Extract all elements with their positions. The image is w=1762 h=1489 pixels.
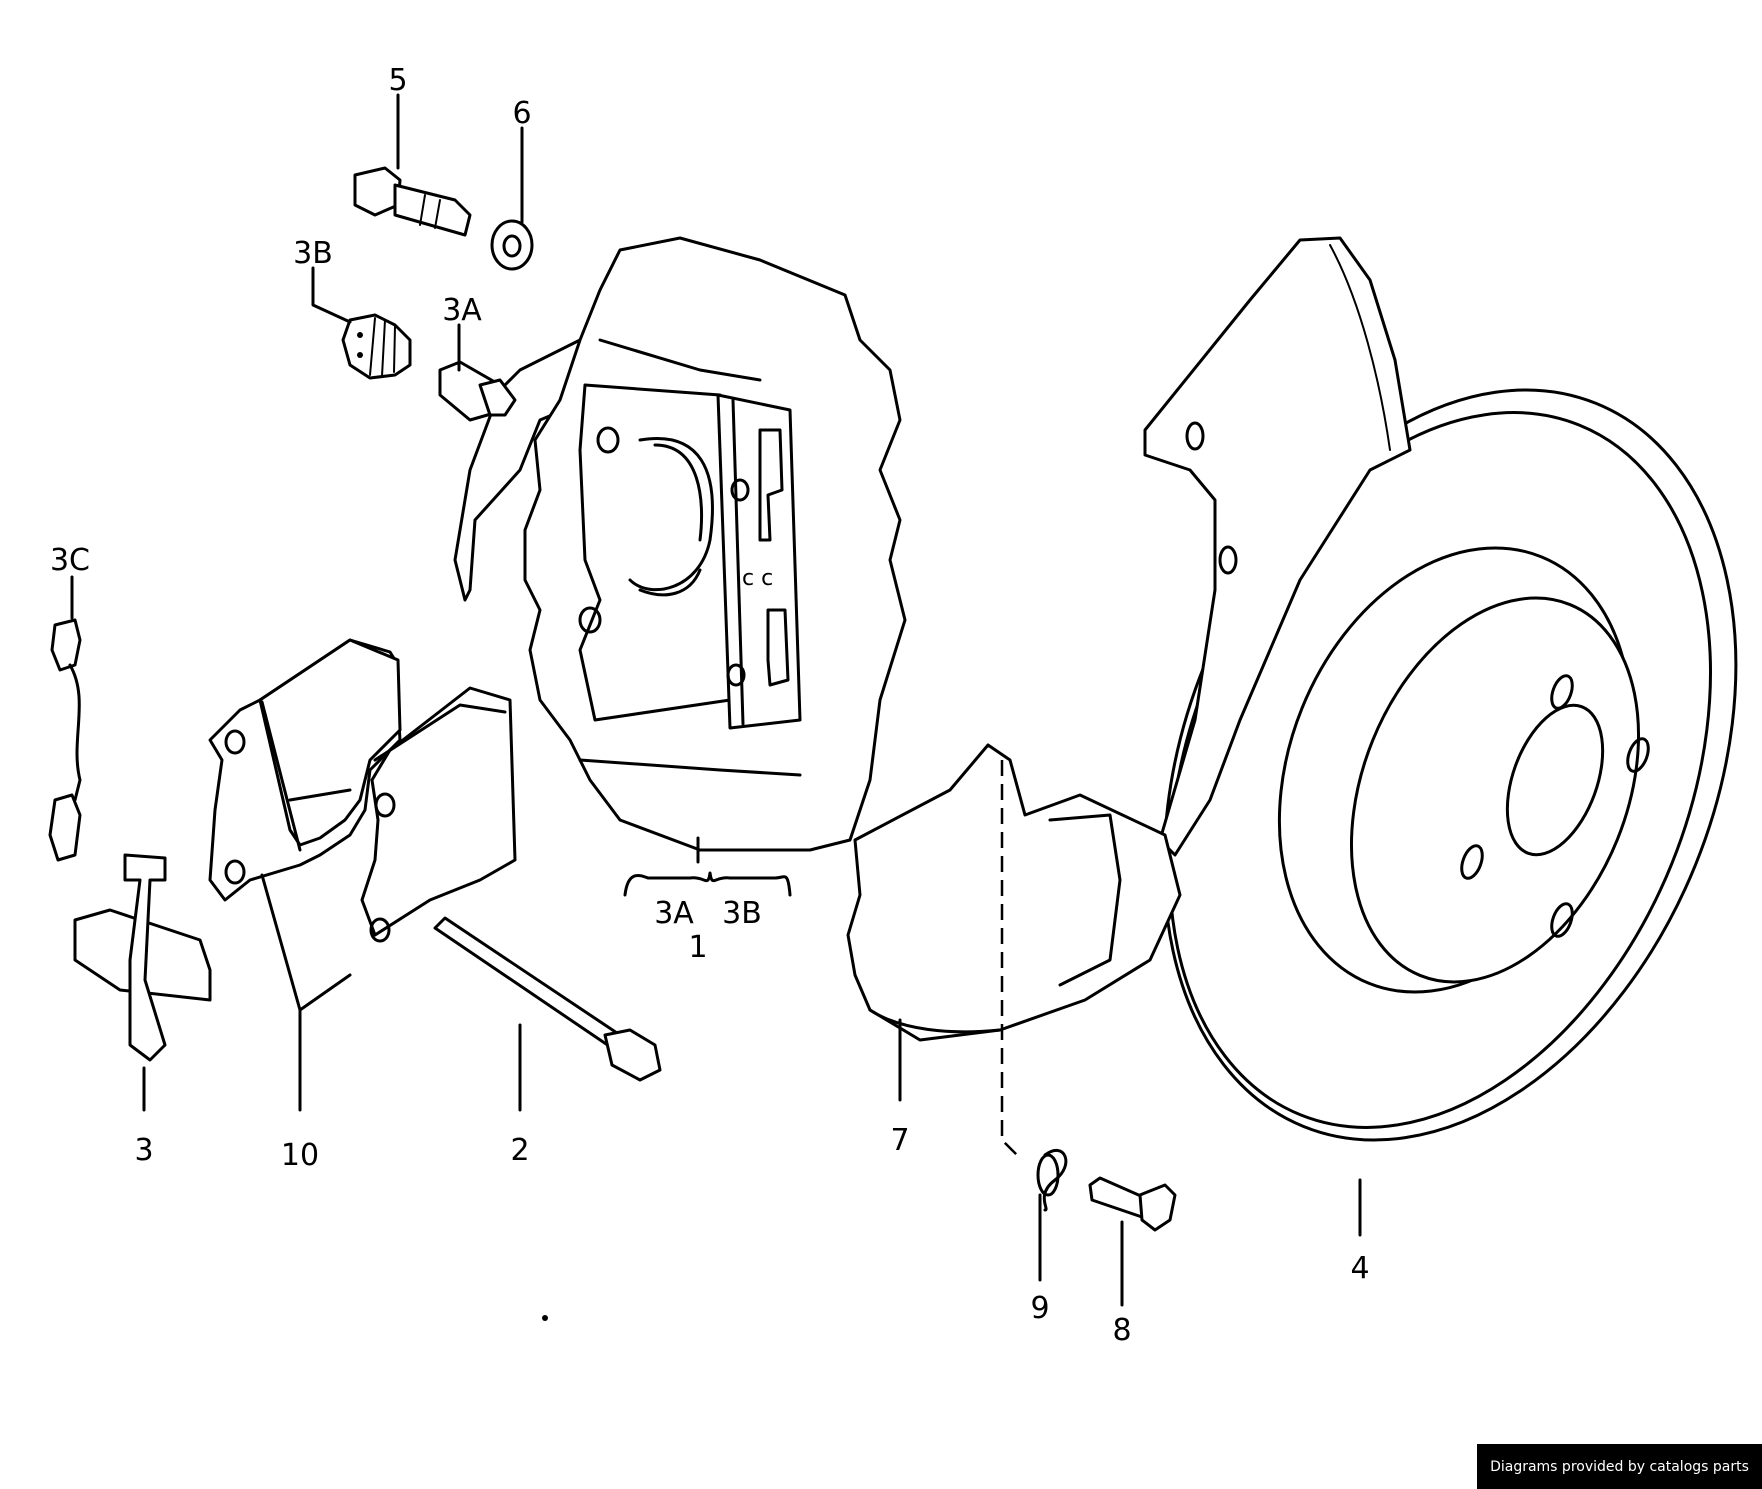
callout-9: 9 [1030, 1291, 1049, 1326]
callout-3a-top: 3A [442, 293, 482, 328]
leader-lines [70, 93, 1362, 1307]
callout-3: 3 [134, 1133, 153, 1168]
shield-bolt [1088, 1176, 1177, 1232]
callout-4: 4 [1350, 1251, 1369, 1286]
guide-pin [433, 916, 662, 1082]
brake-pad-set [208, 638, 517, 943]
anti-rattle-spring [48, 618, 82, 862]
callout-3b-group: 3B [722, 896, 762, 931]
callout-6: 6 [512, 96, 531, 131]
shield-bolt-axis [1000, 760, 1021, 1159]
callout-2: 2 [510, 1133, 529, 1168]
caliper-bolt [353, 166, 472, 237]
splash-shield-lower [846, 743, 1182, 1042]
bleeder-valve [438, 360, 517, 422]
callout-7: 7 [890, 1123, 909, 1158]
footer-credit: Diagrams provided by catalogs parts [1477, 1444, 1762, 1489]
brake-caliper: c c [453, 236, 907, 852]
callout-5: 5 [388, 63, 407, 98]
pad-retainer-spring [73, 853, 212, 1062]
splash-shield-upper [1143, 236, 1412, 857]
callout-3c: 3C [50, 543, 90, 578]
callout-3a-group: 3A [654, 896, 694, 931]
callout-8: 8 [1112, 1313, 1131, 1348]
stray-mark [542, 1315, 548, 1321]
callout-3b-top: 3B [293, 236, 333, 271]
brake-disc [1162, 388, 1738, 1142]
callout-1: 1 [688, 930, 707, 965]
lock-washer [490, 219, 534, 271]
svg-text:c c: c c [742, 566, 773, 591]
callout-10: 10 [281, 1138, 319, 1173]
bleeder-dust-cap [341, 313, 412, 380]
retaining-clip [1036, 1148, 1068, 1212]
